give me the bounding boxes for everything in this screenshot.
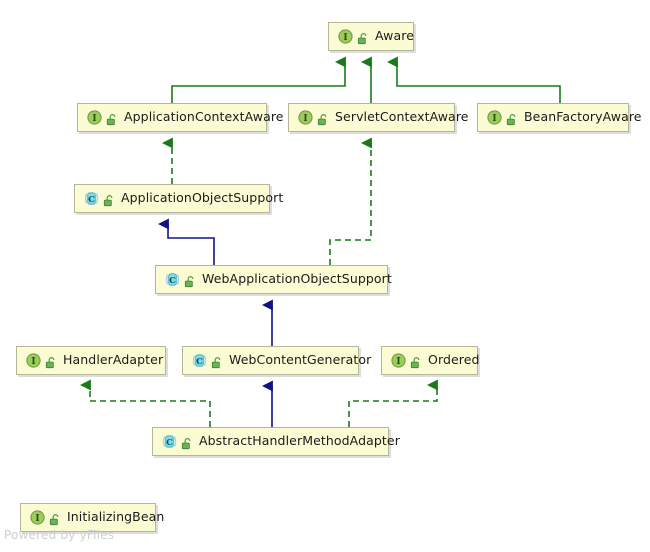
uml-node-webappobjsupport[interactable]: C WebApplicationObjectSupport bbox=[155, 265, 392, 294]
svg-text:I: I bbox=[92, 114, 96, 124]
uml-node-aware[interactable]: I Aware bbox=[328, 22, 414, 51]
svg-text:I: I bbox=[396, 357, 400, 367]
uml-node-label: ApplicationObjectSupport bbox=[121, 190, 284, 206]
svg-text:I: I bbox=[35, 514, 39, 524]
uml-node-ordered[interactable]: I Ordered bbox=[381, 346, 480, 375]
lock-open-icon bbox=[410, 354, 422, 369]
uml-node-label: InitializingBean bbox=[67, 509, 165, 525]
edge-applicationcontextaware-to-aware bbox=[171, 56, 346, 103]
uml-node-servletctxaware[interactable]: I ServletContextAware bbox=[288, 103, 468, 132]
lock-open-icon bbox=[49, 511, 61, 526]
interface-icon: I bbox=[298, 110, 313, 125]
lock-open-icon bbox=[103, 192, 115, 207]
interface-icon: I bbox=[338, 29, 353, 44]
lock-open-icon bbox=[506, 111, 518, 126]
interface-icon: I bbox=[391, 353, 406, 368]
edge-beanfactoryaware-to-aware bbox=[386, 56, 561, 103]
svg-text:C: C bbox=[166, 438, 173, 448]
interface-icon: I bbox=[26, 353, 41, 368]
svg-text:C: C bbox=[88, 195, 95, 205]
interface-icon: I bbox=[487, 110, 502, 125]
uml-node-webcontentgen[interactable]: C WebContentGenerator bbox=[182, 346, 371, 375]
uml-node-label: BeanFactoryAware bbox=[524, 109, 642, 125]
edge-abstracthandlermethodadapter-to-handleradapter bbox=[79, 379, 211, 427]
class-icon: C bbox=[162, 434, 177, 449]
uml-node-abstracthma[interactable]: C AbstractHandlerMethodAdapter bbox=[152, 427, 400, 456]
lock-open-icon bbox=[184, 273, 196, 288]
uml-node-label: Aware bbox=[375, 28, 414, 44]
uml-node-label: ServletContextAware bbox=[335, 109, 469, 125]
svg-text:I: I bbox=[303, 114, 307, 124]
lock-open-icon bbox=[181, 435, 193, 450]
class-icon: C bbox=[192, 353, 207, 368]
uml-node-beanfactoryaware[interactable]: I BeanFactoryAware bbox=[477, 103, 641, 132]
uml-node-label: ApplicationContextAware bbox=[124, 109, 284, 125]
svg-text:I: I bbox=[492, 114, 496, 124]
lock-open-icon bbox=[106, 111, 118, 126]
lock-open-icon bbox=[45, 354, 57, 369]
svg-text:C: C bbox=[196, 357, 203, 367]
svg-text:C: C bbox=[169, 276, 176, 286]
uml-node-label: Ordered bbox=[428, 352, 480, 368]
uml-node-appctxaware[interactable]: I ApplicationContextAware bbox=[77, 103, 283, 132]
svg-text:I: I bbox=[31, 357, 35, 367]
edge-webapplicationobjectsupport-to-applicationobjectsupport bbox=[157, 218, 215, 265]
svg-text:I: I bbox=[343, 33, 347, 43]
class-icon: C bbox=[84, 191, 99, 206]
yfiles-watermark: Powered by yFiles bbox=[4, 528, 115, 542]
lock-open-icon bbox=[211, 354, 223, 369]
edge-abstracthandlermethodadapter-to-ordered bbox=[348, 379, 438, 427]
uml-node-initializingbean[interactable]: I InitializingBean bbox=[20, 503, 164, 532]
class-icon: C bbox=[165, 272, 180, 287]
uml-node-label: WebApplicationObjectSupport bbox=[202, 271, 392, 287]
uml-node-label: WebContentGenerator bbox=[229, 352, 372, 368]
interface-icon: I bbox=[87, 110, 102, 125]
uml-node-label: HandlerAdapter bbox=[63, 352, 164, 368]
interface-icon: I bbox=[30, 510, 45, 525]
uml-node-handleradapter[interactable]: I HandlerAdapter bbox=[16, 346, 166, 375]
edge-webapplicationobjectsupport-to-servletcontextaware bbox=[329, 137, 372, 265]
lock-open-icon bbox=[357, 30, 369, 45]
uml-node-label: AbstractHandlerMethodAdapter bbox=[199, 433, 400, 449]
uml-node-appobjsupport[interactable]: C ApplicationObjectSupport bbox=[74, 184, 283, 213]
lock-open-icon bbox=[317, 111, 329, 126]
